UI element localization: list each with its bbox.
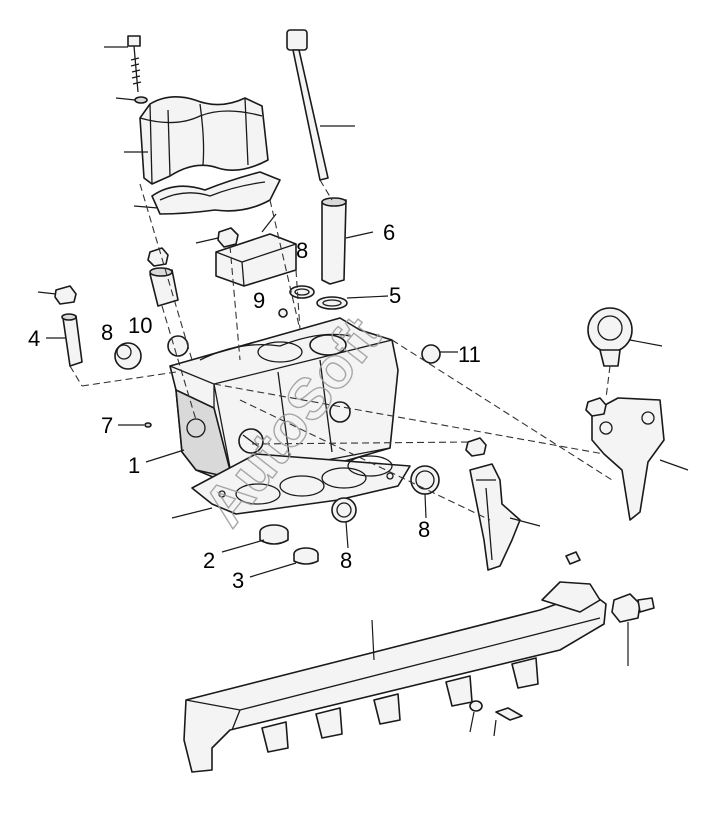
- assembly-lines: [69, 179, 613, 521]
- spacer-sleeve: [149, 267, 179, 307]
- callout-8-bottom: 8: [340, 548, 352, 573]
- rail-ports: [261, 657, 539, 753]
- pin-7: [118, 422, 152, 428]
- callout-7: 7: [101, 413, 113, 438]
- callout-9: 9: [253, 288, 265, 313]
- plug-2: [221, 524, 289, 553]
- callout-10: 10: [128, 313, 152, 338]
- cylinder-head: [145, 317, 399, 491]
- cap-4: [37, 285, 77, 305]
- seal-ring-8-top: [289, 285, 315, 299]
- push-rod: [286, 29, 355, 181]
- callout-4: 4: [28, 326, 40, 351]
- rocker-arm-support: [591, 397, 689, 521]
- callout-1: 1: [128, 453, 140, 478]
- ball-9: [278, 308, 288, 318]
- valve-cover: [124, 96, 269, 185]
- callout-8-right: 8: [418, 517, 430, 542]
- fuel-rail: [183, 581, 607, 773]
- plug-10: [167, 335, 189, 357]
- cover-bolt: [104, 35, 142, 93]
- callout-8-top: 8: [296, 238, 308, 263]
- nut-left: [147, 247, 169, 267]
- callout-5: 5: [389, 283, 401, 308]
- callout-6: 6: [383, 220, 395, 245]
- seal-ring-8-right: [410, 465, 440, 519]
- injector-sleeve: [321, 197, 374, 285]
- callout-labels: 1 2 3 4 5 6 7 8 8 8 8 9 10 11: [28, 220, 481, 593]
- callout-8-left: 8: [101, 320, 113, 345]
- nut-upper: [195, 227, 239, 248]
- dowel-sleeve-4: [46, 313, 83, 367]
- cover-gasket: [133, 171, 281, 215]
- nut-right-upper: [585, 397, 607, 417]
- callout-11: 11: [458, 342, 481, 367]
- lifting-eye: [587, 307, 663, 367]
- plug-8-left: [114, 342, 142, 370]
- rail-washer: [469, 700, 483, 733]
- plug-3: [249, 547, 319, 578]
- rocker-bracket: [215, 213, 297, 287]
- nut-right-lower: [465, 437, 487, 457]
- plug-11: [421, 344, 458, 364]
- rail-cap: [565, 551, 581, 565]
- rail-fitting: [611, 593, 655, 666]
- callout-2: 2: [203, 548, 215, 573]
- rail-bolt: [493, 707, 523, 737]
- seal-ring-8-bottom: [331, 497, 357, 549]
- seal-ring-5: [316, 295, 389, 310]
- cover-washer: [115, 96, 148, 104]
- rocker-arm: [469, 463, 541, 571]
- callout-3: 3: [232, 568, 244, 593]
